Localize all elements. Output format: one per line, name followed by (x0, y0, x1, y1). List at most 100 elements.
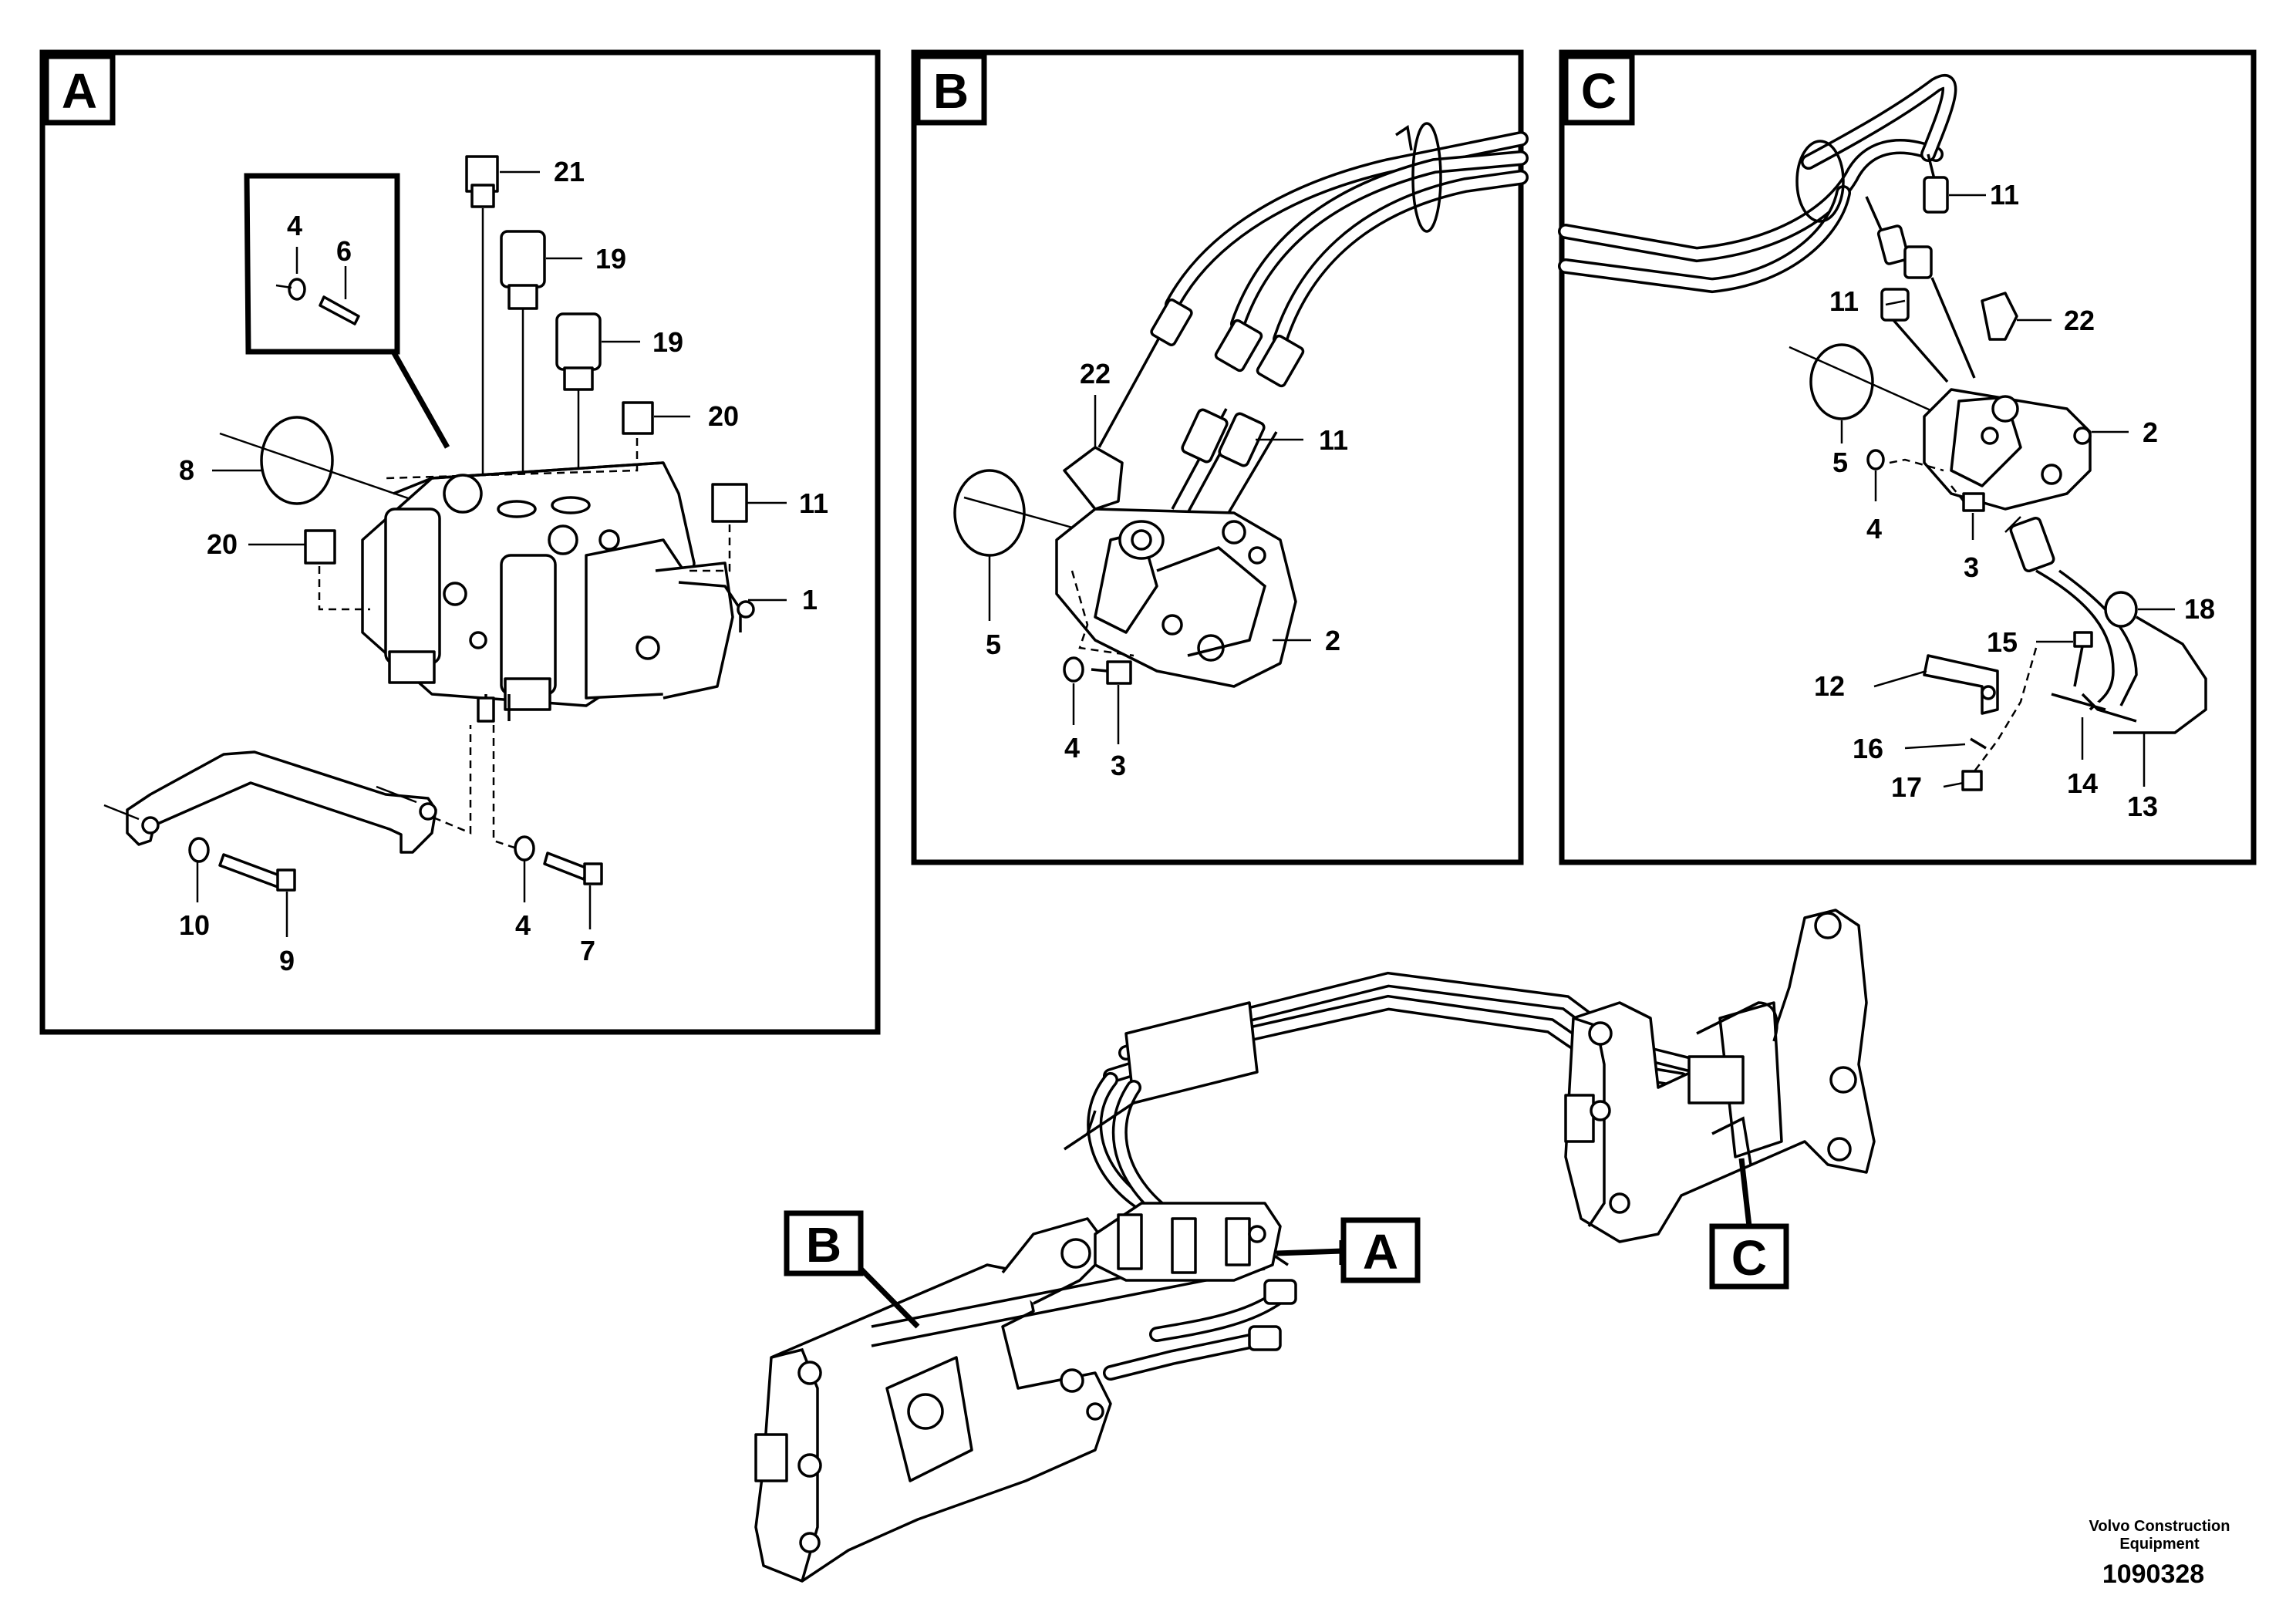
label-2-c: 2 (2143, 416, 2158, 448)
panel-a-tag: A (62, 63, 97, 119)
callout-c-pointer (1738, 1158, 1752, 1227)
washer-4-bracket (514, 835, 535, 862)
washer-16 (1970, 737, 1987, 750)
bolt-7 (543, 851, 589, 881)
label-17: 17 (1891, 771, 1922, 803)
label-20-a: 20 (708, 400, 739, 432)
washer-4-c (1866, 449, 1885, 470)
label-1: 1 (802, 584, 818, 615)
fitting-11-c-b (1903, 245, 1933, 279)
label-4-inset: 4 (287, 210, 302, 241)
overview-valve-a (1094, 1202, 1282, 1282)
o-ring-5-c (1809, 343, 1874, 420)
overview-assembly: B A C (754, 909, 1876, 1583)
panel-c-tag-box (1563, 53, 1635, 126)
hydraulic-motor-2-c (1923, 388, 2092, 511)
panel-c-tag: C (1581, 63, 1617, 119)
footer: Volvo Construction Equipment 1090328 (2089, 1518, 2230, 1589)
label-5-c: 5 (1832, 447, 1848, 478)
elbow-fitting-22-c (1981, 292, 2018, 341)
panel-a-frame (39, 49, 881, 1035)
label-11-c-a: 11 (1990, 179, 2019, 211)
fitting-11-a (711, 483, 748, 523)
label-14: 14 (2067, 767, 2098, 799)
connector-cable (2009, 516, 2055, 573)
bracket-12 (1923, 654, 1999, 715)
washer-10 (188, 837, 210, 863)
panel-b-tag-box (915, 53, 987, 126)
plug-20b (304, 529, 336, 565)
callout-b-box (784, 1210, 864, 1276)
bolt-3-c (1962, 492, 1985, 512)
overview-frame-c (1564, 909, 1876, 1243)
panel-b-tag: B (933, 63, 969, 119)
label-10: 10 (179, 909, 210, 941)
label-11: 11 (799, 487, 828, 519)
hoses-c (1558, 74, 1957, 294)
washer-4-inset (288, 278, 306, 301)
hose-clamp-b (1411, 122, 1442, 233)
company-name-line1: Volvo Construction (2089, 1518, 2230, 1535)
elbow-fitting-22 (1063, 446, 1124, 511)
plug-20a (622, 401, 654, 435)
fitting-11-b-b (1218, 412, 1266, 467)
panel-b: B (911, 49, 1529, 865)
fitting-b-top (1150, 298, 1193, 346)
fitting-11-c-a (1923, 176, 1949, 214)
screw-15 (2073, 631, 2093, 648)
label-4-c: 4 (1866, 513, 1882, 545)
hoses-b (1165, 122, 1529, 347)
o-ring-5-b (953, 469, 1026, 557)
washer-4-b (1063, 656, 1084, 683)
label-8: 8 (179, 454, 194, 486)
label-7: 7 (580, 935, 595, 966)
label-19-b: 19 (652, 326, 683, 358)
label-18: 18 (2184, 593, 2215, 625)
speed-sensor-18 (2104, 591, 2138, 628)
panel-a: A (39, 49, 881, 1035)
label-16: 16 (1853, 733, 1883, 764)
callout-b: B (806, 1217, 841, 1273)
label-5-b: 5 (986, 629, 1001, 660)
bolt-9 (218, 853, 283, 889)
bolt-6-inset (319, 295, 360, 325)
company-name-line2: Equipment (2119, 1536, 2200, 1553)
label-3-b: 3 (1111, 750, 1126, 781)
panel-a-tag-box (43, 53, 116, 126)
bolt-3-b (1106, 660, 1132, 685)
panel-b-frame (911, 49, 1524, 865)
panel-a-inset-box (244, 173, 400, 355)
pressure-sensor-19b (555, 312, 602, 371)
panel-c: C (1558, 49, 2257, 865)
label-20-b: 20 (207, 528, 238, 560)
label-19-a: 19 (595, 243, 626, 275)
label-9: 9 (279, 945, 295, 976)
label-22-c: 22 (2064, 305, 2095, 336)
label-13: 13 (2127, 791, 2158, 822)
hose-guard (1124, 1001, 1259, 1104)
label-6: 6 (336, 235, 352, 267)
label-11-c-b: 11 (1829, 285, 1859, 317)
label-21: 21 (554, 156, 585, 187)
label-4-b: 4 (1064, 732, 1080, 764)
label-11-b: 11 (1319, 424, 1348, 456)
hydraulic-motor-2 (1055, 508, 1297, 688)
control-valve-1 (361, 461, 755, 723)
label-22-b: 22 (1080, 358, 1111, 389)
mounting-bracket (126, 750, 437, 854)
label-2-b: 2 (1325, 625, 1340, 656)
panel-a-inset-pointer (390, 350, 450, 449)
clip-14 (2081, 693, 2137, 723)
callout-c-box (1709, 1223, 1789, 1290)
panel-c-frame (1559, 49, 2257, 865)
label-4: 4 (515, 909, 531, 941)
callout-c: C (1731, 1230, 1767, 1286)
o-ring-8 (260, 416, 334, 505)
nut-17 (1961, 770, 1983, 791)
drawing-number: 1090328 (2102, 1560, 2204, 1589)
label-12: 12 (1814, 670, 1845, 702)
label-3-c: 3 (1964, 551, 1979, 583)
fitting-11-b-a (1181, 408, 1229, 464)
label-15: 15 (1987, 626, 2018, 658)
